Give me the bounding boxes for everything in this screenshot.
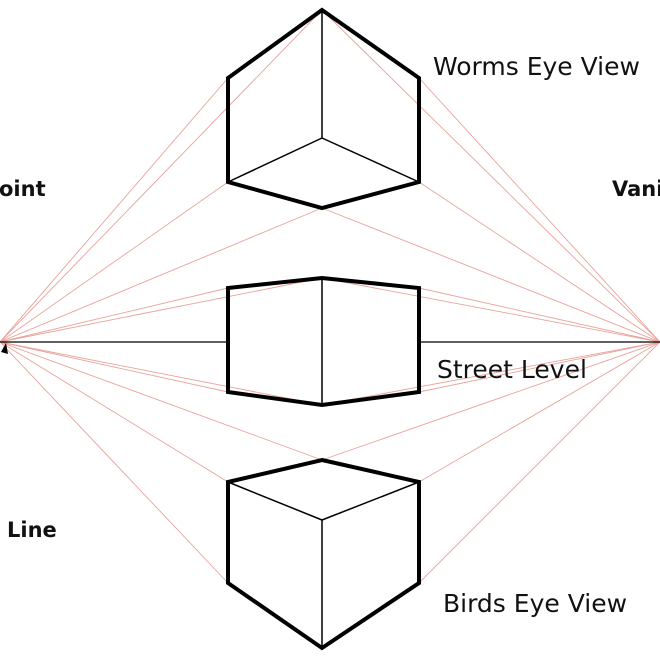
label-birds-eye-view: Birds Eye View (443, 589, 627, 618)
cube-birds-eye-outline (226, 457, 421, 651)
cube-street-level (226, 275, 421, 408)
guide-line (418, 341, 660, 483)
label-street-level: Street Level (437, 355, 587, 384)
cube-worms-eye-outline (226, 7, 421, 211)
guide-line (321, 341, 660, 406)
guide-line (418, 341, 660, 584)
guide-line (0, 77, 229, 343)
guide-line (0, 341, 229, 584)
guide-line (418, 181, 660, 343)
guide-line (418, 287, 660, 343)
guide-line (0, 341, 229, 483)
guide-line (0, 9, 323, 343)
cube-worms-eye-inner-edges (227, 10, 420, 183)
guide-line (418, 341, 660, 393)
guide-line (321, 277, 660, 343)
cube-birds-eye (226, 457, 421, 651)
guide-line (418, 77, 660, 343)
perspective-guide-lines (0, 9, 660, 584)
vanishing-point-arrow (1, 343, 8, 354)
guide-line (321, 341, 660, 461)
guide-line (0, 287, 229, 343)
cube-worms-eye (226, 7, 421, 211)
label-horizon-line: Line (7, 518, 57, 542)
guide-line (0, 181, 229, 343)
guide-line (321, 9, 660, 343)
label-vanishing-point-left: oint (0, 177, 46, 201)
cube-birds-eye-inner-edges (227, 481, 420, 648)
guide-line (0, 341, 323, 406)
label-worms-eye-view: Worms Eye View (433, 52, 640, 81)
guide-line (0, 341, 323, 461)
cube-street-level-outline (226, 275, 421, 408)
guide-line (0, 341, 229, 393)
guide-line (321, 207, 660, 343)
label-vanishing-point-right: Vani (612, 177, 660, 201)
guide-line (0, 207, 323, 343)
guide-line (0, 277, 323, 343)
